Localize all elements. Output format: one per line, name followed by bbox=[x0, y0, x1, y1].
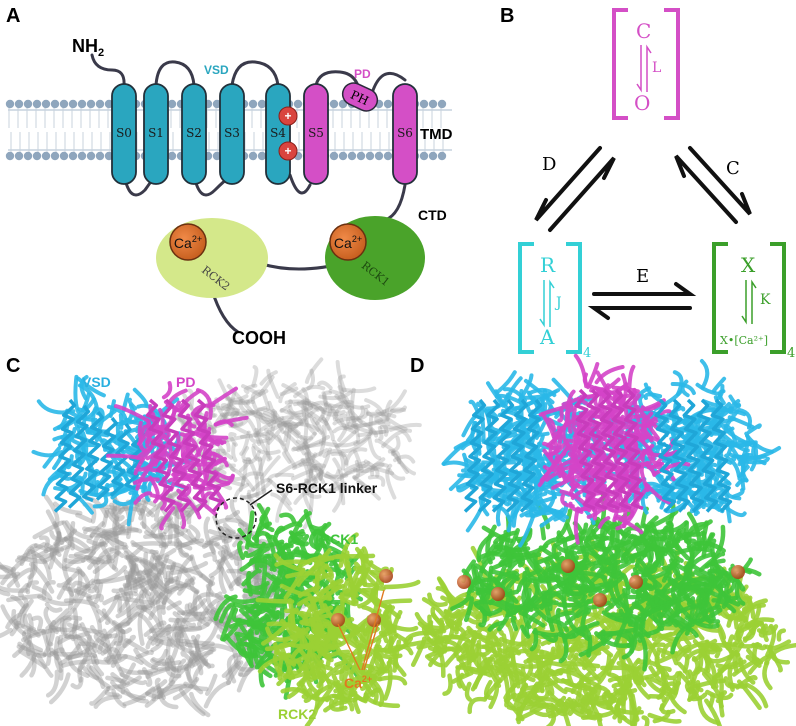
helix-label: S3 bbox=[224, 126, 240, 140]
state-x bbox=[712, 242, 786, 354]
state-r: R bbox=[540, 253, 556, 277]
helix-label: S1 bbox=[148, 126, 164, 140]
eq-arrow-e bbox=[587, 282, 697, 320]
eq-arrow-j bbox=[539, 279, 555, 328]
helix-label: S2 bbox=[186, 126, 202, 140]
structure-d bbox=[403, 353, 796, 726]
helix-label: S4 bbox=[270, 126, 286, 140]
state-o: O bbox=[634, 91, 650, 115]
constant-k: K bbox=[760, 292, 771, 308]
state-x-label: X bbox=[741, 253, 756, 277]
helix-s5: S5 bbox=[303, 83, 329, 185]
panel-c-letter: C bbox=[6, 355, 20, 377]
eq-arrow-d bbox=[534, 146, 616, 232]
c-rck2-region bbox=[255, 532, 421, 726]
nh2-label: NH2 bbox=[72, 36, 104, 59]
c-linker-label: S6-RCK1 linker bbox=[276, 480, 378, 496]
c-ca-label: Ca2+ bbox=[344, 674, 372, 691]
c-rck2-label: RCK2 bbox=[278, 706, 316, 722]
rck1-domain: RCK1 Ca2+ bbox=[325, 216, 425, 300]
eq-arrow-k bbox=[741, 279, 757, 325]
s4-charges: + + bbox=[278, 106, 298, 161]
eq-arrow-l bbox=[636, 44, 652, 93]
state-c: C bbox=[636, 19, 651, 43]
constant-j: J bbox=[554, 295, 562, 311]
helix-label: S5 bbox=[308, 126, 324, 140]
helix-label: S6 bbox=[397, 126, 413, 140]
helix-s4: S4 bbox=[265, 83, 291, 185]
panel-d: D bbox=[403, 353, 796, 726]
panel-d-letter: D bbox=[410, 355, 424, 377]
left-subscript: 4 bbox=[583, 346, 591, 361]
helix-s3: S3 bbox=[219, 83, 245, 185]
c-rck1-label: RCK1 bbox=[320, 531, 358, 547]
pd-label: PD bbox=[354, 67, 371, 81]
ca-ion-rck1: Ca2+ bbox=[334, 234, 362, 251]
helix-s6: S6 bbox=[392, 83, 418, 185]
eq-arrow-c bbox=[674, 146, 752, 224]
vsd-label: VSD bbox=[204, 63, 229, 77]
panel-b-letter: B bbox=[500, 5, 514, 27]
ca-ion-rck2: Ca2+ bbox=[174, 234, 202, 251]
charge-plus-2: + bbox=[284, 144, 291, 158]
charge-plus-1: + bbox=[284, 109, 291, 123]
label-e: E bbox=[636, 266, 649, 287]
label-d: D bbox=[542, 154, 556, 175]
right-subscript: 4 bbox=[787, 346, 795, 361]
protein-chain bbox=[90, 53, 407, 222]
panel-a: A S0 S1 S2 S3 S4 S5 S6 PH + + NH2 VSD PD TMD C… bbox=[5, 5, 453, 348]
panel-a-letter: A bbox=[6, 5, 20, 27]
state-a: A bbox=[539, 325, 555, 349]
state-ra bbox=[518, 242, 582, 354]
ca-pointers bbox=[337, 589, 385, 671]
cooh-label: COOH bbox=[232, 328, 286, 348]
helix-s1: S1 bbox=[143, 83, 169, 185]
rck2-domain: RCK2 Ca2+ bbox=[156, 218, 268, 298]
tmd-label: TMD bbox=[420, 126, 453, 143]
c-pd-region bbox=[106, 381, 249, 531]
state-co bbox=[612, 8, 680, 120]
panel-b: B C O L R A J 4 X X•[Ca²⁺] bbox=[500, 5, 795, 361]
helix-s2: S2 bbox=[181, 83, 207, 185]
structure-c bbox=[0, 357, 422, 726]
c-vsd-label: VSD bbox=[82, 374, 111, 390]
state-x-ca: X•[Ca²⁺] bbox=[720, 334, 768, 347]
c-pd-label: PD bbox=[176, 374, 195, 390]
ctd-label: CTD bbox=[418, 207, 447, 223]
panel-c: C VSD PD S6-RCK1 linker RCK1 RCK2 Ca2+ bbox=[0, 355, 422, 726]
helix-label: S0 bbox=[116, 126, 132, 140]
linker-pointer bbox=[249, 489, 273, 506]
linker-highlight bbox=[215, 497, 257, 539]
label-c: C bbox=[726, 158, 740, 179]
ph-helix: PH bbox=[341, 82, 379, 112]
helix-s0: S0 bbox=[111, 83, 137, 185]
constant-l: L bbox=[652, 60, 661, 76]
